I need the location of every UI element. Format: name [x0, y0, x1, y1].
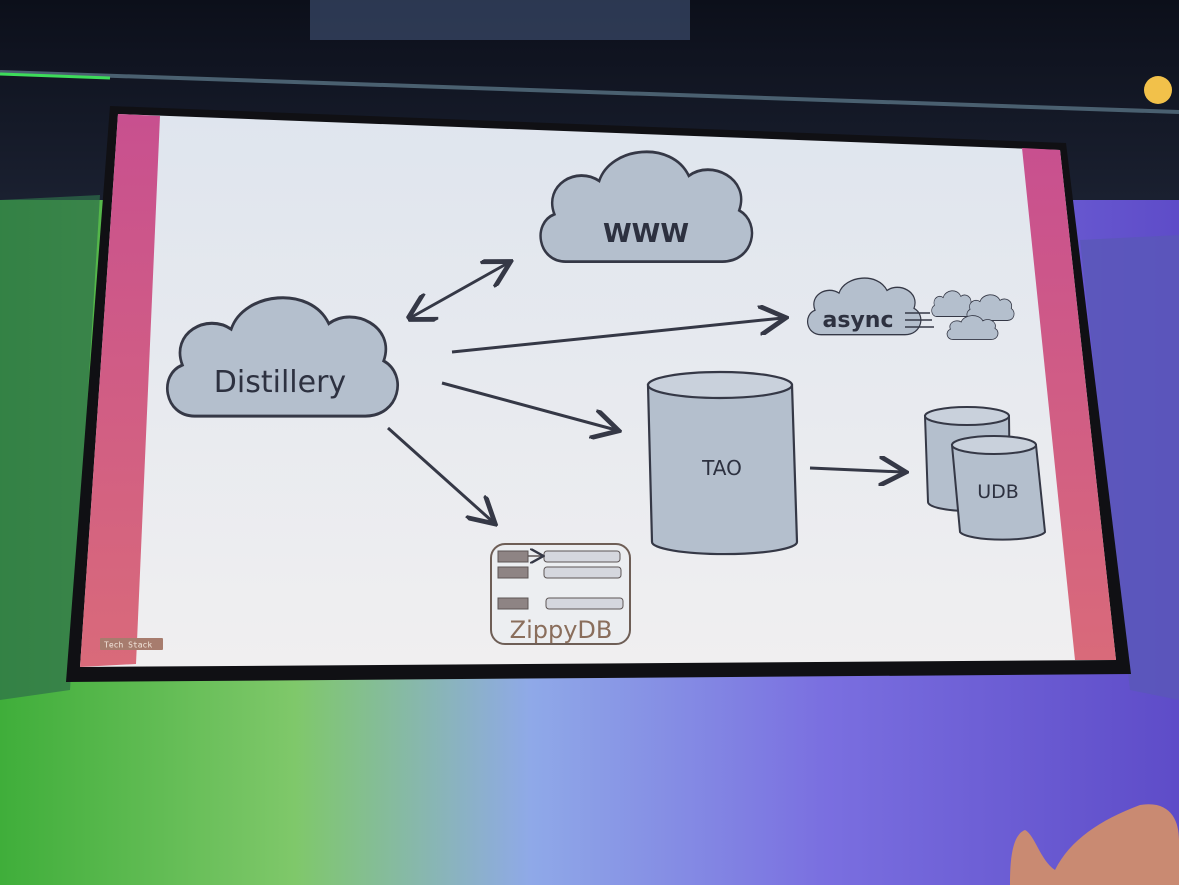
slide — [80, 114, 1116, 667]
slide-left-bar — [80, 114, 160, 667]
distillery-label: Distillery — [214, 365, 346, 400]
arrow-distillery-www — [410, 263, 508, 318]
arrow-distillery-tao — [441, 381, 616, 430]
tao-cylinder: TAO — [646, 370, 799, 556]
zippydb-box: ZippyDB — [490, 543, 631, 645]
async-cloud: async — [806, 277, 1015, 341]
async-fanout-arrows — [905, 312, 934, 328]
tech-stack-badge: Tech Stack — [100, 638, 163, 650]
right-panel — [1080, 235, 1179, 700]
tao-label: TAO — [701, 456, 742, 480]
udb-label: UDB — [977, 481, 1019, 503]
green-light-strip — [0, 72, 111, 80]
truss-bar — [0, 70, 1179, 114]
async-label: async — [823, 308, 894, 333]
audience-hand — [1010, 804, 1179, 885]
www-cloud: WWW — [539, 150, 754, 264]
arrow-tao-udb — [809, 468, 903, 472]
udb-cylinders: UDB — [923, 406, 1047, 541]
ceiling-duct — [310, 0, 690, 40]
arrows — [386, 263, 903, 522]
stage-light — [1144, 76, 1172, 104]
arrow-distillery-zippydb — [386, 426, 493, 522]
arrow-distillery-async — [451, 318, 783, 354]
tech-stack-label: Tech Stack — [104, 641, 152, 650]
slide-right-bar — [1022, 148, 1116, 660]
zippydb-label: ZippyDB — [510, 616, 613, 644]
distillery-cloud: Distillery — [165, 296, 400, 418]
www-label: WWW — [603, 219, 689, 249]
